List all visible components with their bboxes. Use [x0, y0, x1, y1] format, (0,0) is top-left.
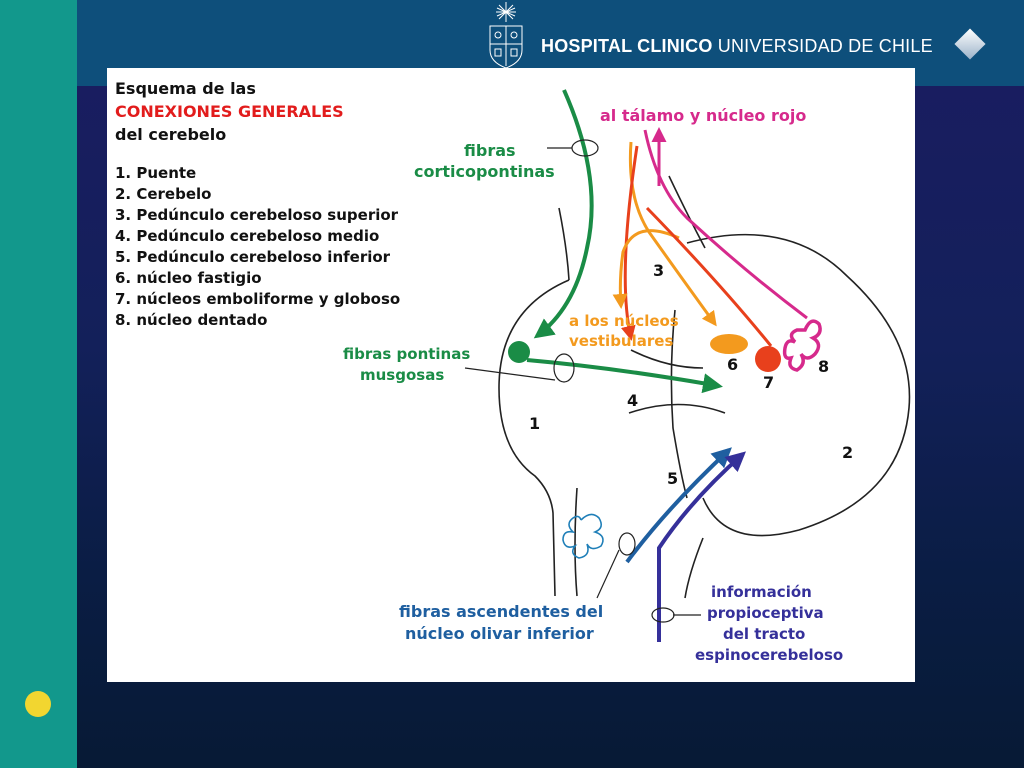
label-pontinas-2: musgosas	[360, 366, 444, 384]
fold-line-2	[628, 403, 726, 414]
label-info-4: espinocerebeloso	[695, 646, 843, 664]
label-corticopontinas-2: corticopontinas	[414, 162, 555, 181]
label-vestibulares-1: a los núcleos	[569, 312, 679, 330]
pontine-leader	[464, 367, 556, 381]
magenta-fiber-to-8	[643, 129, 808, 320]
number-3: 3	[653, 261, 664, 280]
number-1: 1	[529, 414, 540, 433]
label-pontinas-1: fibras pontinas	[343, 345, 470, 363]
hospital-title-bold: HOSPITAL CLINICO	[541, 36, 713, 56]
red-ascending-arrow	[620, 145, 639, 341]
fold-line-1	[630, 349, 704, 369]
pontine-nucleus-dot	[508, 341, 530, 363]
hospital-title-light: UNIVERSIDAD DE CHILE	[717, 36, 933, 56]
lower-contour	[684, 537, 704, 599]
olivary-leader	[596, 549, 620, 599]
legend-item-8: 8. núcleo dentado	[115, 311, 267, 329]
olivary-fibers-arrow	[625, 447, 732, 564]
number-6: 6	[727, 355, 738, 374]
legend-item-3: 3. Pedúnculo cerebeloso superior	[115, 206, 399, 224]
legend-item-4: 4. Pedúnculo cerebeloso medio	[115, 227, 379, 245]
label-info-3: del tracto	[723, 625, 805, 643]
label-ascendentes-1: fibras ascendentes del	[399, 602, 603, 621]
label-talamo: al tálamo y núcleo rojo	[600, 106, 806, 125]
corticopontine-fibers-arrow	[533, 89, 594, 339]
label-info-2: propioceptiva	[707, 604, 824, 622]
legend-item-6: 6. núcleo fastigio	[115, 269, 262, 287]
legend-item-1: 1. Puente	[115, 164, 196, 182]
red-fiber-to-7	[645, 206, 773, 347]
fiber-bundle-markers	[464, 139, 701, 623]
number-5: 5	[667, 469, 678, 488]
mossy-fibers-arrow	[526, 358, 723, 394]
label-vestibulares-2: vestibulares	[569, 332, 673, 350]
medulla-outline	[574, 487, 578, 597]
label-corticopontinas-1: fibras	[464, 141, 516, 160]
inferior-olivary-nucleus	[562, 513, 604, 559]
number-4: 4	[627, 391, 638, 410]
anatomy-outline	[498, 175, 911, 599]
cerebellum-outline	[686, 233, 911, 537]
legend-item-5: 5. Pedúnculo cerebeloso inferior	[115, 248, 391, 266]
pons-outline-top	[558, 207, 570, 281]
heading-line3: del cerebelo	[115, 125, 226, 144]
dentate-nucleus	[782, 319, 822, 372]
emboliform-globose-nuclei	[755, 346, 781, 372]
pontine-bundle-marker	[553, 353, 575, 383]
upper-contour	[668, 175, 706, 249]
label-ascendentes-2: núcleo olivar inferior	[405, 624, 594, 643]
heading-line1: Esquema de las	[115, 79, 256, 98]
diagram-panel: Esquema de las CONEXIONES GENERALES del …	[107, 68, 915, 682]
olivary-bundle-marker	[618, 532, 636, 556]
heading-line2: CONEXIONES GENERALES	[115, 102, 344, 121]
fastigial-nucleus	[710, 334, 748, 354]
yellow-bullet	[25, 691, 51, 717]
legend-item-7: 7. núcleos emboliforme y globoso	[115, 290, 400, 308]
peduncle-divider	[670, 309, 688, 499]
left-accent-bar	[0, 0, 77, 768]
number-7: 7	[763, 373, 774, 392]
number-2: 2	[842, 443, 853, 462]
vestibular-arrow	[612, 229, 680, 309]
cerebellum-connections-diagram: Esquema de las CONEXIONES GENERALES del …	[115, 79, 911, 664]
label-info-1: información	[711, 583, 812, 601]
hospital-title: HOSPITAL CLINICO UNIVERSIDAD DE CHILE	[541, 36, 933, 57]
legend-item-2: 2. Cerebelo	[115, 185, 211, 203]
spinocerebellar-bundle-marker	[651, 607, 675, 623]
number-8: 8	[818, 357, 829, 376]
spinocerebellar-tract-arrow	[657, 451, 746, 642]
university-crest-logo	[489, 2, 523, 69]
pons-outline	[498, 279, 570, 597]
